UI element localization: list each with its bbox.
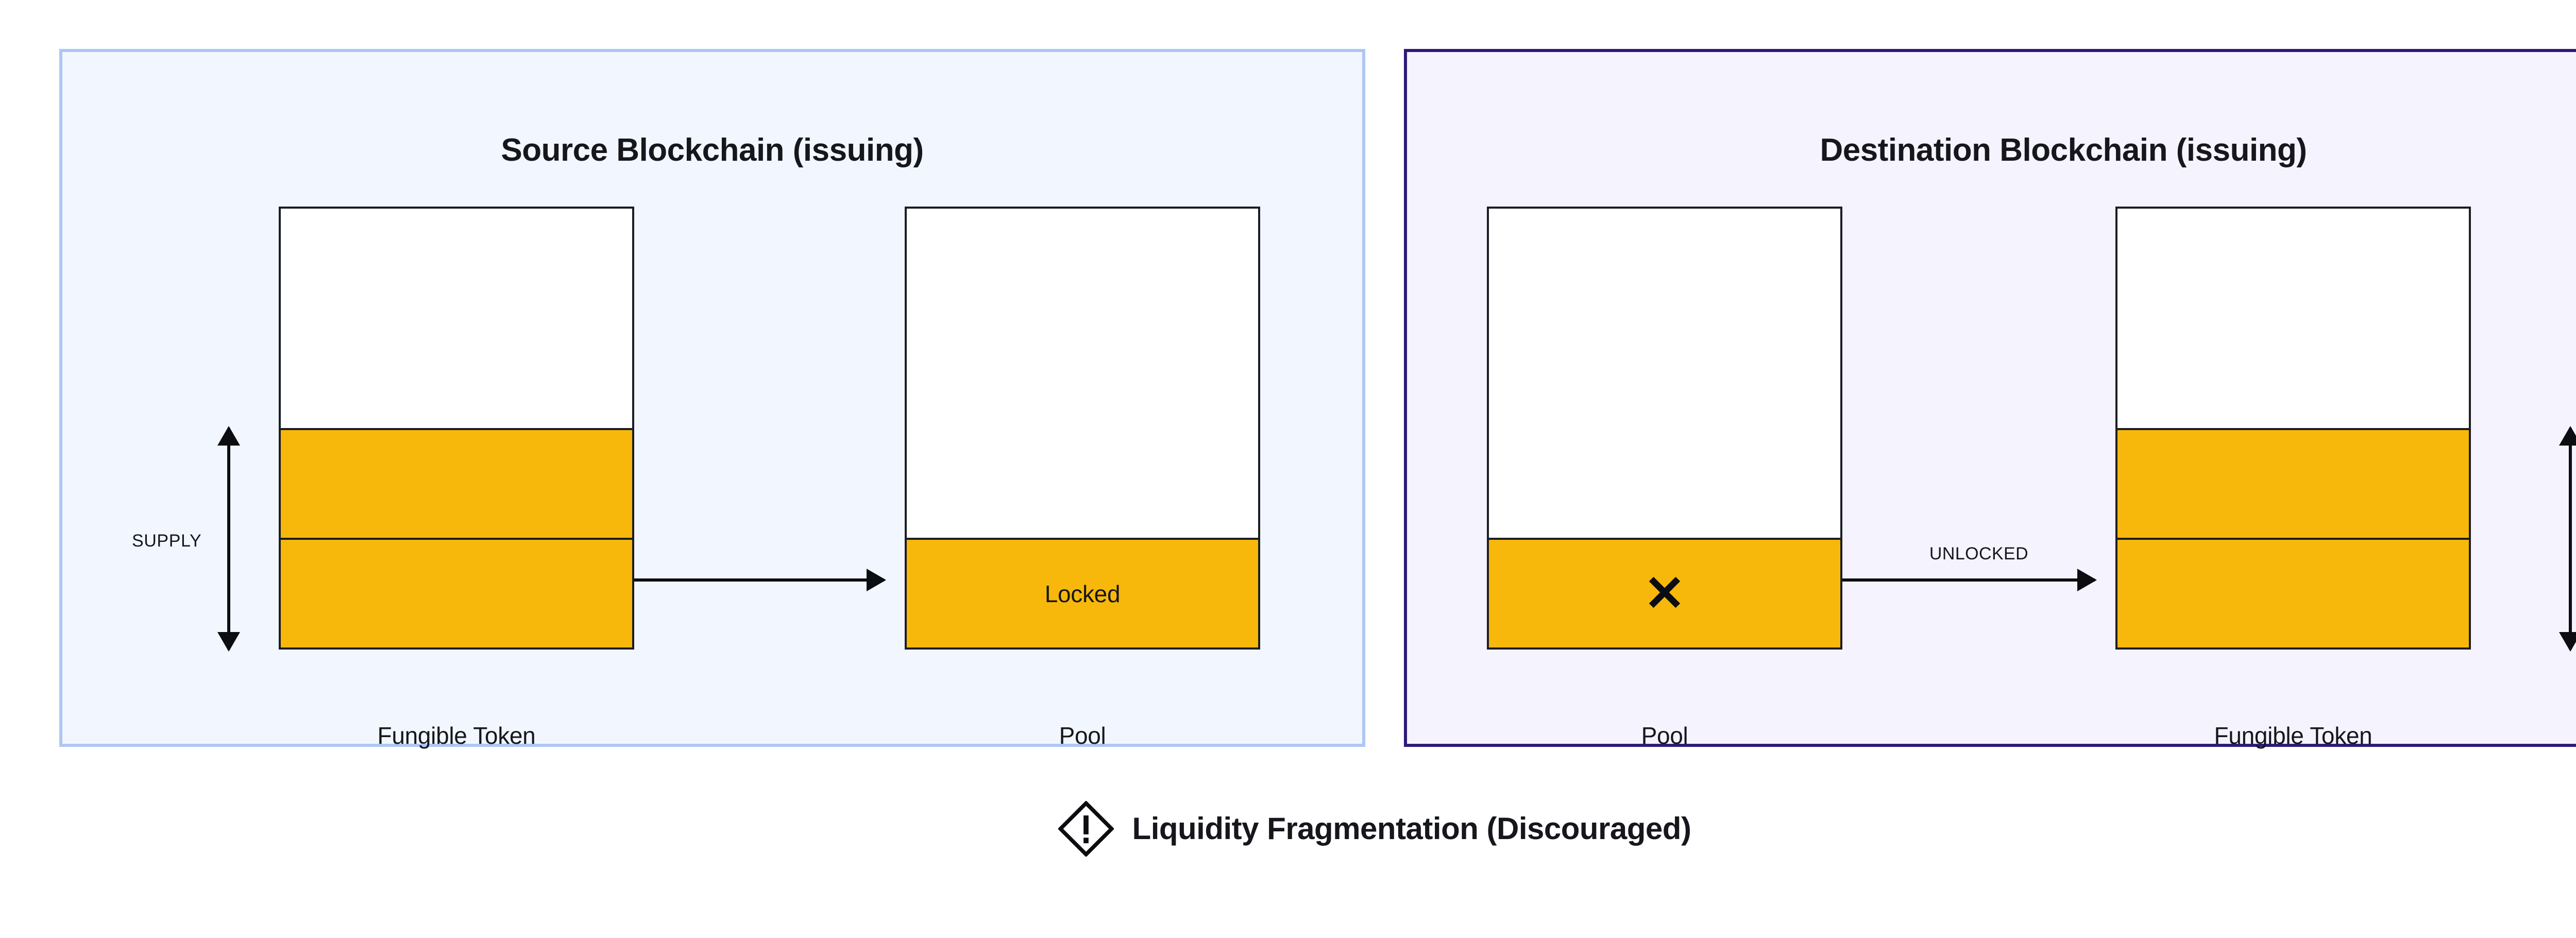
- bar-destination-pool: ✕: [1487, 207, 1842, 650]
- supply-label-source: SUPPLY: [132, 531, 202, 551]
- bar-segment-fill: [2117, 428, 2469, 538]
- bar-source-pool: Locked: [905, 207, 1260, 650]
- supply-arrow-source: [227, 428, 230, 650]
- bar-segment-fill: [281, 538, 632, 647]
- bar-segment-empty: [2117, 209, 2469, 428]
- bar-segment-empty: [907, 209, 1258, 538]
- supply-arrow-destination: [2569, 428, 2572, 650]
- bar-segment-empty: [1489, 209, 1840, 538]
- bar-destination-fungible-token: [2115, 207, 2471, 650]
- arrow-label-unlocked: UNLOCKED: [1929, 544, 2029, 564]
- bar-segment-fill: [2117, 538, 2469, 647]
- panel-destination-title: Destination Blockchain (issuing): [1820, 132, 2307, 168]
- panel-source-blockchain: Source Blockchain (issuing) SUPPLY Fungi…: [59, 49, 1365, 749]
- warning-diamond-icon: [1058, 801, 1114, 857]
- bar-source-fungible-token: [279, 207, 634, 650]
- arrow-unlock-flow: [1842, 578, 2095, 582]
- arrow-lock-flow: [634, 578, 884, 582]
- bottom-caption-text: Liquidity Fragmentation (Discouraged): [1132, 811, 1691, 846]
- bar-caption-destination-pool: Pool: [1641, 722, 1688, 749]
- locked-label: Locked: [1044, 580, 1121, 607]
- bar-caption-destination-fungible-token: Fungible Token: [2214, 722, 2372, 749]
- bar-segment-locked: Locked: [907, 538, 1258, 647]
- panel-destination-blockchain: Destination Blockchain (issuing) ✕ Pool …: [1404, 49, 2576, 749]
- bar-segment-blocked: ✕: [1489, 538, 1840, 647]
- bar-segment-empty: [281, 209, 632, 428]
- bar-caption-source-pool: Pool: [1059, 722, 1106, 749]
- cross-x-icon: ✕: [1643, 566, 1686, 621]
- bar-caption-source-fungible-token: Fungible Token: [377, 722, 536, 749]
- panel-source-title: Source Blockchain (issuing): [501, 132, 924, 168]
- bar-segment-fill: [281, 428, 632, 538]
- bottom-caption: Liquidity Fragmentation (Discouraged): [0, 801, 2576, 857]
